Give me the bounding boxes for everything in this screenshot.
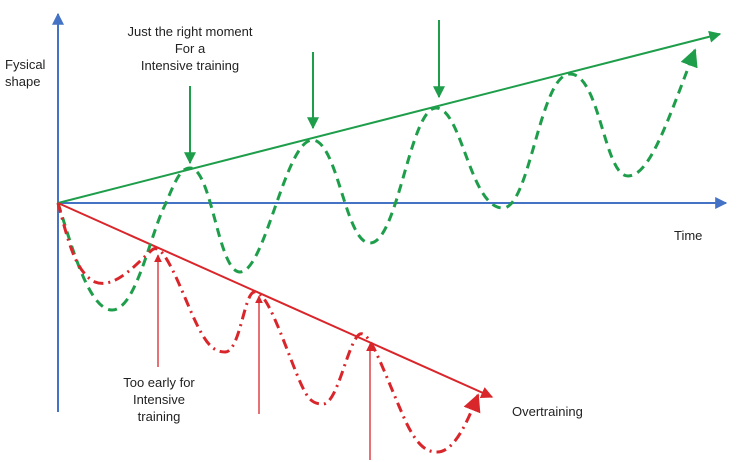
overtraining-curve (56, 202, 481, 454)
just-right-line-3: Intensive training (140, 58, 240, 73)
just-right-annotation: Just the right moment For a Intensive tr… (112, 23, 268, 74)
y-axis-label: Fysical shape (5, 56, 45, 90)
just-right-line-2: For a (174, 41, 206, 56)
overtraining-trend-arrow (57, 202, 494, 399)
too-early-line-2: Intensive (132, 392, 186, 407)
progress-trend-arrow (57, 30, 722, 204)
too-early-line-1: Too early for (123, 375, 195, 390)
overtraining-label: Overtraining (512, 404, 583, 419)
too-early-annotation: Too early for Intensive training (104, 374, 214, 425)
good-training-curve (56, 48, 698, 312)
y-axis-label-line-2: shape (5, 74, 41, 89)
x-axis-label: Time (674, 228, 703, 243)
just-right-line-1: Just the right moment (127, 24, 253, 39)
too-early-line-3: training (137, 409, 181, 424)
y-axis-label-line-1: Fysical (5, 57, 46, 72)
